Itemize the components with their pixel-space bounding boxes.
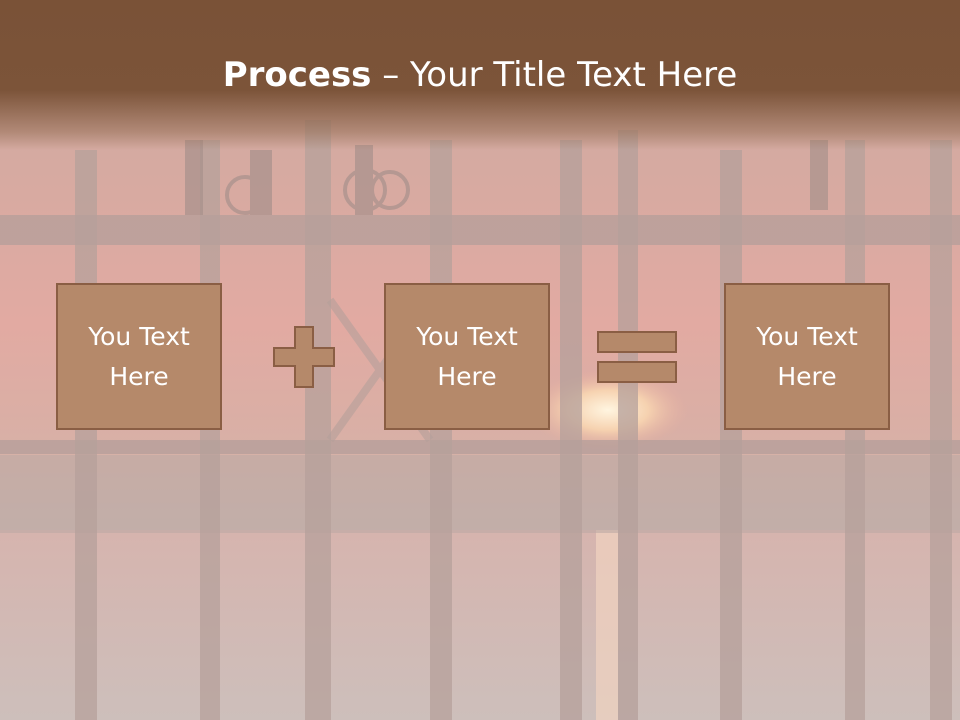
process-box-3[interactable]: You Text Here [724, 283, 890, 430]
process-box-2-label: You Text Here [416, 321, 518, 391]
slide-title[interactable]: Process – Your Title Text Here [0, 52, 960, 98]
process-box-2[interactable]: You Text Here [384, 283, 550, 430]
process-box-3-label: You Text Here [756, 321, 858, 391]
title-bold-text: Process [222, 55, 372, 95]
title-band [0, 0, 960, 150]
process-box-1-label: You Text Here [88, 321, 190, 391]
equals-icon [597, 331, 677, 383]
plus-icon [273, 326, 335, 388]
process-box-1[interactable]: You Text Here [56, 283, 222, 430]
title-rest-text: – Your Title Text Here [371, 55, 738, 95]
